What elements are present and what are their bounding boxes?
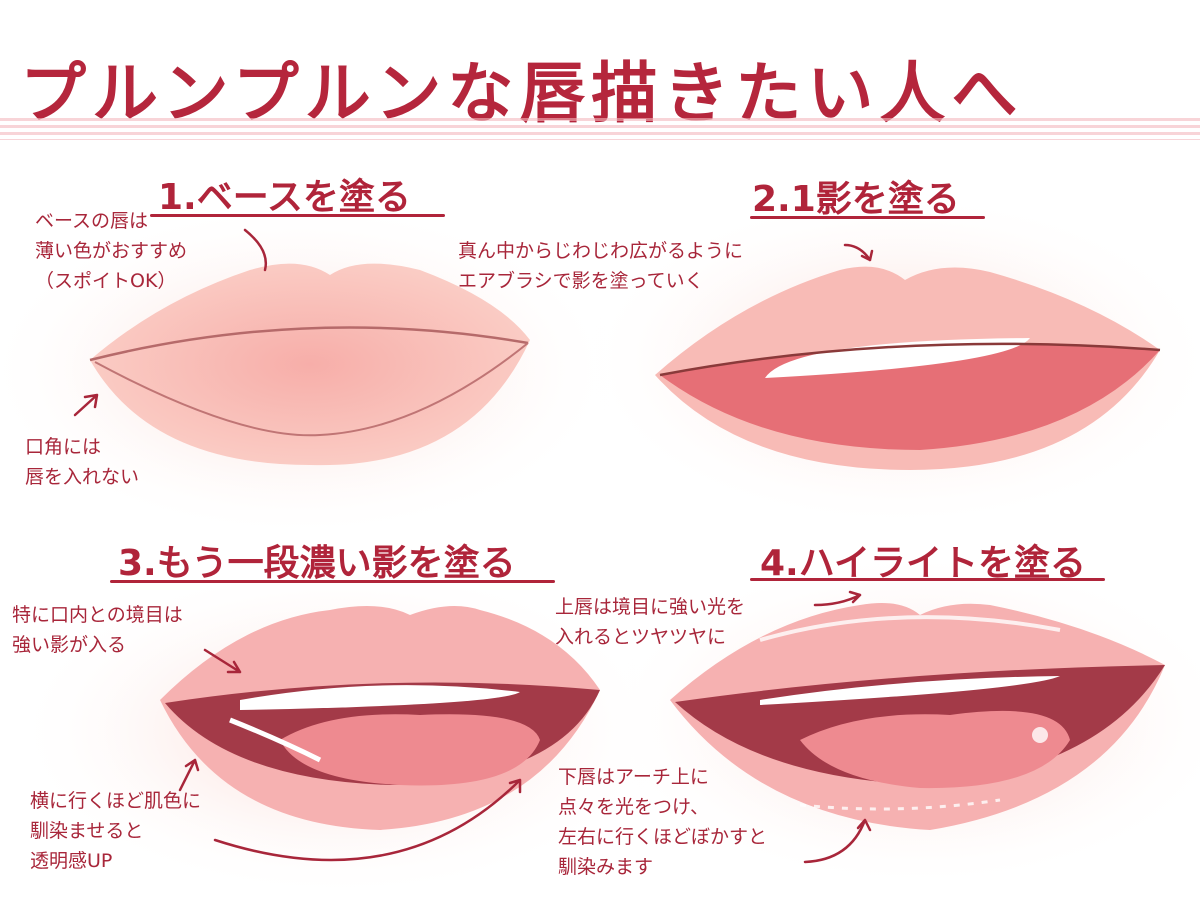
- arrow-icon: [178, 758, 200, 792]
- step-4-note-lower: 下唇はアーチ上に 点々を光をつけ、 左右に行くほどぼかすと 馴染みます: [558, 766, 768, 878]
- step-3-heading: 3.もう一段濃い影を塗る: [118, 543, 516, 584]
- step-2-underline: [750, 216, 985, 219]
- step-2-heading: 2.1影を塗る: [752, 179, 960, 220]
- arrow-icon: [243, 228, 268, 272]
- step-2-note: 真ん中からじわじわ広がるように エアブラシで影を塗っていく: [458, 240, 744, 292]
- lip-shadow: [655, 266, 1161, 470]
- arrow-icon: [803, 818, 872, 864]
- title-stripes: [0, 118, 1200, 140]
- lip-highlight: [670, 602, 1165, 830]
- lip-base: [89, 263, 530, 466]
- step-3-note-border: 特に口内との境目は 強い影が入る: [12, 604, 183, 656]
- arrow-icon: [813, 590, 862, 607]
- arrow-icon: [73, 393, 99, 417]
- lip-deep-shadow: [160, 606, 600, 830]
- step-3-note-blend: 横に行くほど肌色に 馴染ませると 透明感UP: [30, 790, 202, 872]
- arrow-icon: [843, 243, 874, 262]
- step-1-underline: [150, 214, 445, 217]
- step-4-underline: [750, 578, 1105, 581]
- arrows: [73, 228, 874, 864]
- step-1-note-corner: 口角には 唇を入れない: [25, 436, 140, 488]
- step-3-underline: [110, 580, 555, 583]
- step-1-heading: 1.ベースを塗る: [158, 177, 411, 218]
- arrow-icon: [203, 648, 242, 674]
- arrow-icon: [213, 778, 522, 862]
- step-4-note-upper: 上唇は境目に強い光を 入れるとツヤツヤに: [555, 596, 746, 648]
- step-1-note-base: ベースの唇は 薄い色がおすすめ （スポイトOK）: [35, 210, 188, 292]
- step-4-heading: 4.ハイライトを塗る: [760, 543, 1087, 584]
